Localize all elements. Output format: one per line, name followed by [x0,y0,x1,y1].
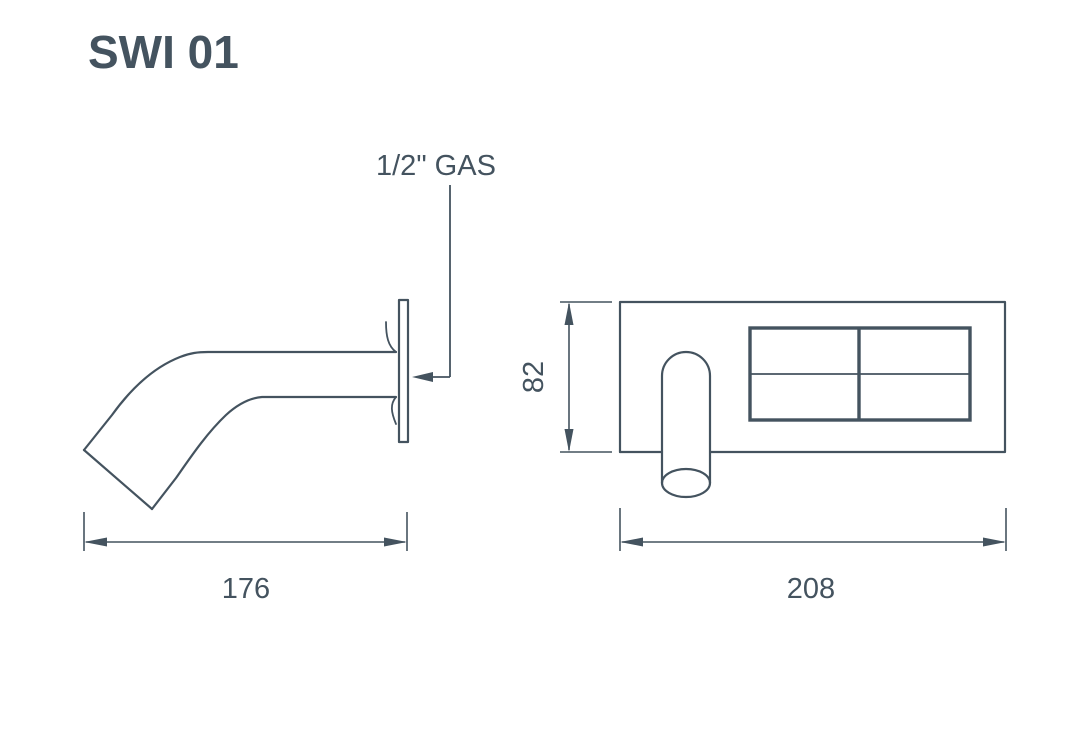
dimension-82: 82 [518,301,612,453]
dimension-208: 208 [619,508,1007,605]
dimension-82-arrowhead-top [564,302,574,325]
dimension-176-arrowhead-left [84,537,107,547]
front-view [618,300,1007,499]
spout-upper-profile [82,350,398,452]
spout-lower-profile [150,395,398,511]
dimension-208-arrowhead-right [983,537,1006,547]
dimension-82-arrowhead-bottom [564,429,574,452]
spout-flange-fillet-top [385,321,397,353]
side-view-spout [82,298,410,511]
dimension-208-arrowhead-left [620,537,643,547]
spout-outlet-face [82,448,154,511]
wall-flange [397,298,410,444]
spout-cylinder-body [660,350,712,485]
wall-plate-outline [618,300,1007,454]
thread-callout-label: 1/2" GAS [376,150,496,182]
page-title: SWI 01 [88,26,239,78]
dimension-208-label: 208 [787,573,835,605]
thread-callout-arrowhead [412,372,433,382]
dimension-82-label: 82 [518,361,550,393]
dimension-176: 176 [83,512,408,605]
spout-outlet-ellipse [660,467,712,499]
thread-callout-group: 1/2" GAS [376,150,496,382]
spout-flange-fillet-bottom [390,396,397,425]
dimension-176-arrowhead-right [384,537,407,547]
control-panel[interactable] [748,326,972,422]
dimension-176-label: 176 [222,573,270,605]
